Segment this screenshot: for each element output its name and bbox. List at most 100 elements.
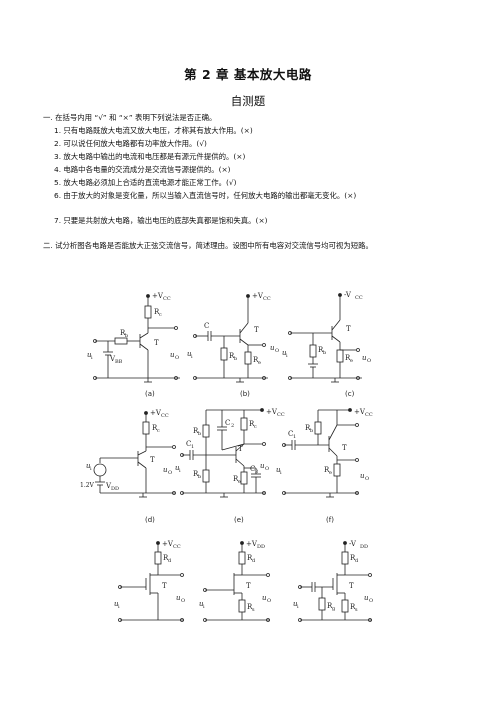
a-vcc-label: +V — [152, 292, 164, 300]
svg-text:O: O — [369, 598, 373, 604]
svg-text:u: u — [199, 600, 204, 608]
q1-item-4: 4. 电路中各电量的交流成分是交流信号源提供的。(×) — [54, 165, 231, 174]
svg-text:d: d — [252, 558, 256, 564]
svg-text:g: g — [332, 606, 336, 612]
svg-text:R: R — [229, 352, 235, 360]
svg-text:1: 1 — [191, 444, 194, 450]
circuit-c: -V CC T R b R e u i u O (c) — [282, 291, 371, 398]
svg-text:R: R — [318, 346, 324, 354]
svg-text:R: R — [327, 602, 333, 610]
svg-text:C: C — [250, 465, 255, 473]
svg-text:+V: +V — [266, 408, 278, 416]
svg-text:V: V — [105, 482, 112, 490]
svg-text:CC: CC — [161, 413, 169, 419]
svg-text:CC: CC — [173, 544, 181, 550]
svg-text:u: u — [364, 594, 369, 602]
svg-text:T: T — [150, 456, 155, 464]
svg-text:s: s — [252, 607, 255, 613]
svg-text:R: R — [249, 420, 255, 428]
svg-text:T: T — [238, 445, 243, 453]
question-1-heading: 一. 在括号内用 “√” 和 “×” 表明下列说法是否正确。 — [43, 113, 217, 122]
svg-text:u: u — [282, 349, 287, 357]
section-subtitle: 自测题 — [230, 94, 266, 108]
svg-text:R: R — [152, 424, 158, 432]
svg-text:e: e — [258, 360, 261, 366]
svg-text:u: u — [276, 466, 281, 474]
svg-text:+V: +V — [354, 408, 366, 416]
chapter-title: 第 2 章 基本放大电路 — [184, 67, 312, 82]
svg-text:u: u — [187, 350, 192, 358]
svg-text:d: d — [355, 558, 359, 564]
label-e: (e) — [234, 516, 244, 524]
svg-text:R: R — [193, 470, 199, 478]
circuit-f: +V CC R b C 1 T R e u i u O (f) — [276, 408, 373, 524]
svg-text:c: c — [159, 312, 162, 318]
svg-text:BB: BB — [115, 359, 123, 365]
svg-text:u: u — [270, 344, 275, 352]
svg-text:O: O — [265, 466, 269, 472]
svg-text:i: i — [280, 470, 282, 476]
svg-text:i: i — [203, 604, 205, 610]
svg-text:R: R — [163, 554, 169, 562]
svg-text:b: b — [234, 356, 237, 362]
svg-text:u: u — [293, 600, 298, 608]
svg-text:1.2V: 1.2V — [80, 482, 95, 489]
svg-text:R: R — [305, 424, 311, 432]
svg-text:T: T — [346, 325, 351, 333]
label-f: (f) — [326, 516, 334, 524]
svg-text:e: e — [350, 358, 353, 364]
svg-text:R: R — [350, 603, 356, 611]
svg-text:O: O — [365, 476, 369, 482]
svg-text:CC: CC — [355, 295, 363, 301]
svg-text:u: u — [362, 354, 367, 362]
svg-text:i: i — [191, 354, 193, 360]
svg-text:CC: CC — [277, 412, 285, 418]
svg-text:i: i — [286, 353, 288, 359]
svg-text:u: u — [86, 462, 91, 470]
svg-text:O: O — [175, 355, 179, 361]
q1-item-6: 6. 由于放大的对象是变化量，所以当输入直流信号时，任何放大电路的输出都毫无变化… — [54, 191, 357, 200]
label-c: (c) — [345, 390, 355, 398]
svg-text:b: b — [310, 428, 313, 434]
circuit-d: +V CC R c T u i 1.2V V DD u O (d) — [80, 409, 176, 524]
svg-text:R: R — [233, 475, 239, 483]
svg-text:CC: CC — [263, 296, 271, 302]
circuit-i: -V DD R d T R g R s u i u O — [293, 540, 373, 622]
q1-item-3: 3. 放大电路中输出的电流和电压都是有源元件提供的。(×) — [54, 152, 246, 161]
svg-text:i: i — [118, 604, 120, 610]
q1-item-2: 2. 可以说任何放大电路都有功率放大作用。(√) — [54, 139, 207, 148]
svg-text:+V: +V — [150, 409, 162, 417]
svg-text:DD: DD — [360, 544, 368, 550]
svg-text:CC: CC — [365, 412, 373, 418]
svg-text:DD: DD — [257, 544, 265, 550]
svg-text:R: R — [247, 603, 253, 611]
circuit-b: +V CC C T R b R e u i u O (b) — [187, 292, 279, 398]
svg-text:C: C — [225, 419, 230, 427]
svg-text:+V: +V — [246, 540, 258, 548]
svg-text:C: C — [204, 322, 209, 330]
svg-text:i: i — [91, 355, 93, 361]
svg-text:+V: +V — [162, 540, 174, 548]
q1-item-7: 7. 只要是共射放大电路，输出电压的底部失真都是饱和失真。(×) — [54, 216, 268, 225]
svg-text:+V: +V — [252, 292, 264, 300]
svg-text:c: c — [157, 428, 160, 434]
svg-text:u: u — [87, 351, 92, 359]
svg-text:-V: -V — [344, 291, 352, 299]
svg-text:C: C — [288, 430, 293, 438]
svg-text:b: b — [125, 333, 128, 339]
svg-text:T: T — [154, 339, 159, 347]
svg-text:O: O — [181, 598, 185, 604]
svg-text:O: O — [168, 470, 172, 476]
svg-text:e: e — [329, 470, 332, 476]
svg-text:s: s — [355, 607, 358, 613]
svg-text:u: u — [170, 351, 175, 359]
svg-text:i: i — [179, 468, 181, 474]
svg-text:2: 2 — [231, 423, 234, 429]
svg-text:T: T — [349, 582, 354, 590]
svg-text:T: T — [162, 582, 167, 590]
svg-text:i: i — [297, 604, 299, 610]
svg-text:R: R — [345, 354, 351, 362]
svg-text:b: b — [198, 474, 201, 480]
